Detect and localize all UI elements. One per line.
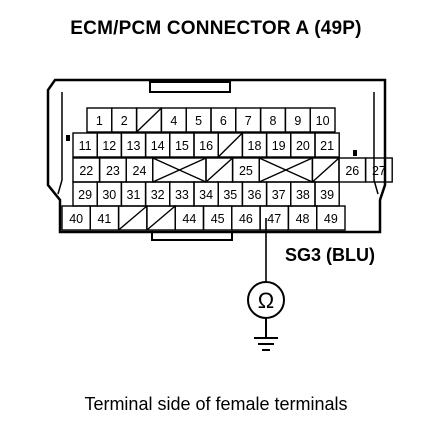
wire-label: SG3 (BLU) [285,245,375,265]
unused-terminal-mark [118,205,148,231]
pin-label: 44 [182,212,196,226]
unused-terminal-mark [258,157,313,183]
side-marker-right [353,150,357,156]
pin-label: 21 [320,139,334,153]
pin-label: 40 [69,212,83,226]
pin-label: 24 [133,164,147,178]
pin-label: 6 [220,114,227,128]
pin-label: 11 [79,139,92,153]
pin-label: 26 [345,164,359,178]
pin-cell [309,107,336,133]
pin-label: 32 [151,188,165,202]
housing-inner-right [373,92,379,195]
pin-label: 45 [211,212,225,226]
ohmmeter-symbol: Ω [258,288,274,313]
housing-inner-left [57,92,63,195]
ground-icon [254,318,278,351]
pin-label: 23 [106,164,120,178]
pin-label: 9 [294,114,301,128]
unused-terminal-mark [146,205,176,231]
unused-terminal-mark [217,132,243,158]
pin-cell [314,132,340,158]
pin-label: 8 [270,114,277,128]
pin-label: 18 [248,139,262,153]
pin-label: 5 [195,114,202,128]
pin-label: 39 [320,188,334,202]
pin-label: 25 [239,164,253,178]
connector-latch [149,81,231,93]
pin-label: 2 [121,114,128,128]
pin-label: 34 [199,188,213,202]
pin-label: 35 [223,188,237,202]
pin-label: 37 [272,188,286,202]
unused-terminal-mark [205,157,234,183]
pin-cell [316,205,346,231]
connector-housing [46,78,387,234]
diagram-caption: Terminal side of female terminals [84,394,348,414]
pin-label: 38 [296,188,310,202]
pin-cell [364,157,393,183]
pin-label: 41 [97,212,111,226]
pin-label: 46 [239,212,253,226]
pin-label: 13 [127,139,141,153]
side-marker-left [66,135,70,141]
pin-label: 12 [102,139,116,153]
unused-terminal-mark [136,107,162,133]
pin-label: 47 [267,212,281,226]
pin-label: 20 [296,139,310,153]
pin-label: 10 [316,114,330,128]
pin-label: 22 [79,164,93,178]
pin-label: 36 [248,188,262,202]
pin-label: 33 [175,188,189,202]
pin-label: 27 [372,164,386,178]
pin-label: 48 [296,212,310,226]
unused-terminal-mark [152,157,207,183]
pin-label: 19 [272,139,286,153]
pin-label: 30 [102,188,116,202]
pin-label: 15 [175,139,189,153]
pin-label: 49 [324,212,338,226]
pin-label: 1 [96,114,103,128]
connector-key [151,232,233,241]
diagram-title: ECM/PCM CONNECTOR A (49P) [70,18,362,39]
unused-terminal-mark [311,157,340,183]
pin-label: 7 [245,114,252,128]
pin-label: 14 [151,139,165,153]
pin-label: 29 [78,188,92,202]
pin-label: 4 [170,114,177,128]
pin-label: 31 [127,188,141,202]
pin-label: 16 [199,139,213,153]
